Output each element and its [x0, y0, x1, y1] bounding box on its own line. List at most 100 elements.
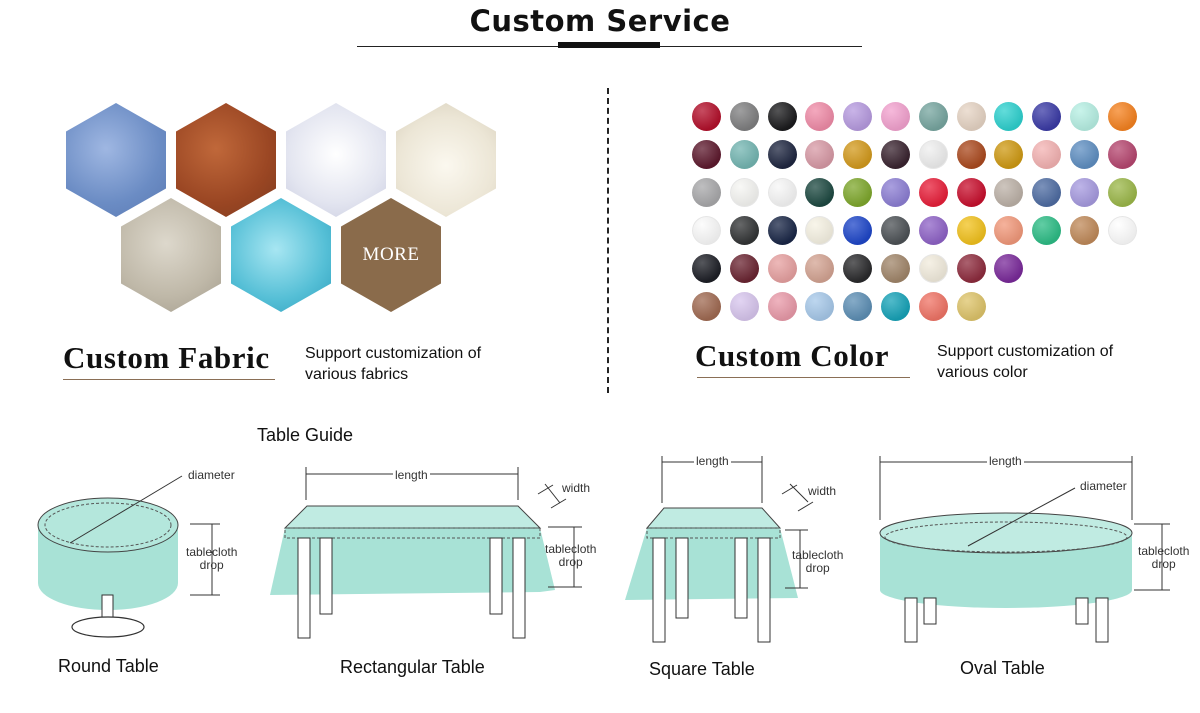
color-swatch[interactable]: [805, 102, 835, 131]
color-swatch[interactable]: [843, 178, 873, 207]
color-swatch[interactable]: [1107, 216, 1137, 245]
color-swatch[interactable]: [956, 216, 986, 245]
color-swatch[interactable]: [881, 254, 910, 283]
color-swatch[interactable]: [1107, 140, 1137, 169]
color-swatch[interactable]: [956, 292, 986, 321]
custom-fabric-description: Support customization of various fabrics: [305, 345, 482, 383]
color-swatch[interactable]: [1032, 102, 1062, 131]
color-swatch[interactable]: [805, 254, 835, 283]
color-swatch[interactable]: [1070, 178, 1099, 207]
round-table-name: Round Table: [58, 656, 159, 676]
custom-fabric-rule: [63, 379, 275, 380]
color-swatch[interactable]: [843, 216, 873, 245]
oval-table-illustration: [879, 456, 1170, 643]
oval-drop-text: drop: [1151, 557, 1176, 571]
color-swatch[interactable]: [1070, 140, 1099, 169]
color-swatch[interactable]: [767, 216, 797, 245]
color-swatch[interactable]: [918, 292, 948, 321]
oval-tablecloth-text: tablecloth: [1138, 544, 1190, 558]
color-swatch[interactable]: [1107, 102, 1137, 131]
color-swatch[interactable]: [956, 140, 986, 169]
round-table-illustration: [37, 475, 220, 638]
color-swatch[interactable]: [881, 102, 910, 131]
square-length-label: length: [694, 454, 731, 468]
section-divider: [607, 88, 609, 393]
square-table-name: Square Table: [649, 659, 755, 679]
color-swatch[interactable]: [994, 102, 1024, 131]
color-swatch-grid: [692, 102, 1162, 322]
color-swatch[interactable]: [805, 140, 835, 169]
rectangular-table-illustration: [270, 467, 582, 639]
color-swatch[interactable]: [767, 254, 797, 283]
color-swatch[interactable]: [767, 178, 797, 207]
custom-color-rule: [697, 377, 910, 378]
color-swatch[interactable]: [805, 292, 835, 321]
rect-drop-text: drop: [558, 555, 583, 569]
color-swatch[interactable]: [843, 254, 873, 283]
color-swatch[interactable]: [729, 292, 759, 321]
more-label: MORE: [362, 244, 420, 265]
round-tablecloth-text: tablecloth: [186, 545, 238, 559]
rect-width-label: width: [560, 481, 593, 495]
table-guide-title: Table Guide: [257, 425, 354, 445]
color-swatch[interactable]: [1032, 216, 1062, 245]
square-tablecloth-text: tablecloth: [792, 548, 844, 562]
color-swatch[interactable]: [956, 102, 986, 131]
color-swatch[interactable]: [994, 140, 1024, 169]
color-swatch[interactable]: [918, 140, 948, 169]
rectangular-table-name: Rectangular Table: [340, 657, 485, 677]
color-swatch[interactable]: [881, 216, 910, 245]
color-swatch[interactable]: [843, 292, 873, 321]
color-swatch[interactable]: [918, 102, 948, 131]
round-diameter-label: diameter: [186, 468, 237, 482]
color-swatch[interactable]: [729, 178, 759, 207]
color-swatch[interactable]: [994, 216, 1024, 245]
color-swatch[interactable]: [692, 254, 721, 283]
color-swatch[interactable]: [918, 178, 948, 207]
color-swatch[interactable]: [692, 292, 721, 321]
color-swatch[interactable]: [994, 178, 1024, 207]
color-swatch[interactable]: [994, 254, 1024, 283]
color-swatch[interactable]: [843, 140, 873, 169]
square-width-label: width: [806, 484, 839, 498]
oval-length-label: length: [987, 454, 1024, 468]
color-swatch[interactable]: [956, 178, 986, 207]
color-swatch[interactable]: [918, 254, 948, 283]
title-rule-accent: [558, 42, 660, 48]
color-swatch[interactable]: [843, 102, 873, 131]
color-swatch[interactable]: [692, 102, 721, 131]
color-swatch[interactable]: [918, 216, 948, 245]
color-swatch[interactable]: [1032, 140, 1062, 169]
color-swatch[interactable]: [1070, 102, 1099, 131]
color-swatch[interactable]: [881, 178, 910, 207]
color-swatch[interactable]: [729, 216, 759, 245]
color-swatch[interactable]: [692, 140, 721, 169]
color-swatch[interactable]: [805, 216, 835, 245]
square-drop-text: drop: [805, 561, 830, 575]
color-swatch[interactable]: [729, 102, 759, 131]
color-swatch[interactable]: [805, 178, 835, 207]
color-swatch[interactable]: [729, 254, 759, 283]
color-swatch[interactable]: [767, 102, 797, 131]
color-swatch[interactable]: [692, 216, 721, 245]
rect-drop-label: tablecloth drop: [545, 543, 596, 569]
oval-diameter-label: diameter: [1078, 479, 1129, 493]
color-swatch[interactable]: [1032, 178, 1062, 207]
color-swatch[interactable]: [1070, 216, 1099, 245]
color-swatch[interactable]: [729, 140, 759, 169]
rect-length-label: length: [393, 468, 430, 482]
color-swatch[interactable]: [956, 254, 986, 283]
page-title: Custom Service: [469, 4, 731, 38]
color-swatch[interactable]: [767, 292, 797, 321]
color-swatch[interactable]: [881, 292, 910, 321]
oval-table-name: Oval Table: [960, 658, 1045, 678]
color-swatch[interactable]: [1107, 178, 1137, 207]
custom-color-description: Support customization of various color: [937, 343, 1114, 381]
color-swatch[interactable]: [881, 140, 910, 169]
color-swatch[interactable]: [692, 178, 721, 207]
oval-drop-label: tablecloth drop: [1138, 545, 1189, 571]
fabric-swatch-linen: [121, 198, 221, 312]
color-swatch[interactable]: [767, 140, 797, 169]
square-drop-label: tablecloth drop: [792, 549, 843, 575]
